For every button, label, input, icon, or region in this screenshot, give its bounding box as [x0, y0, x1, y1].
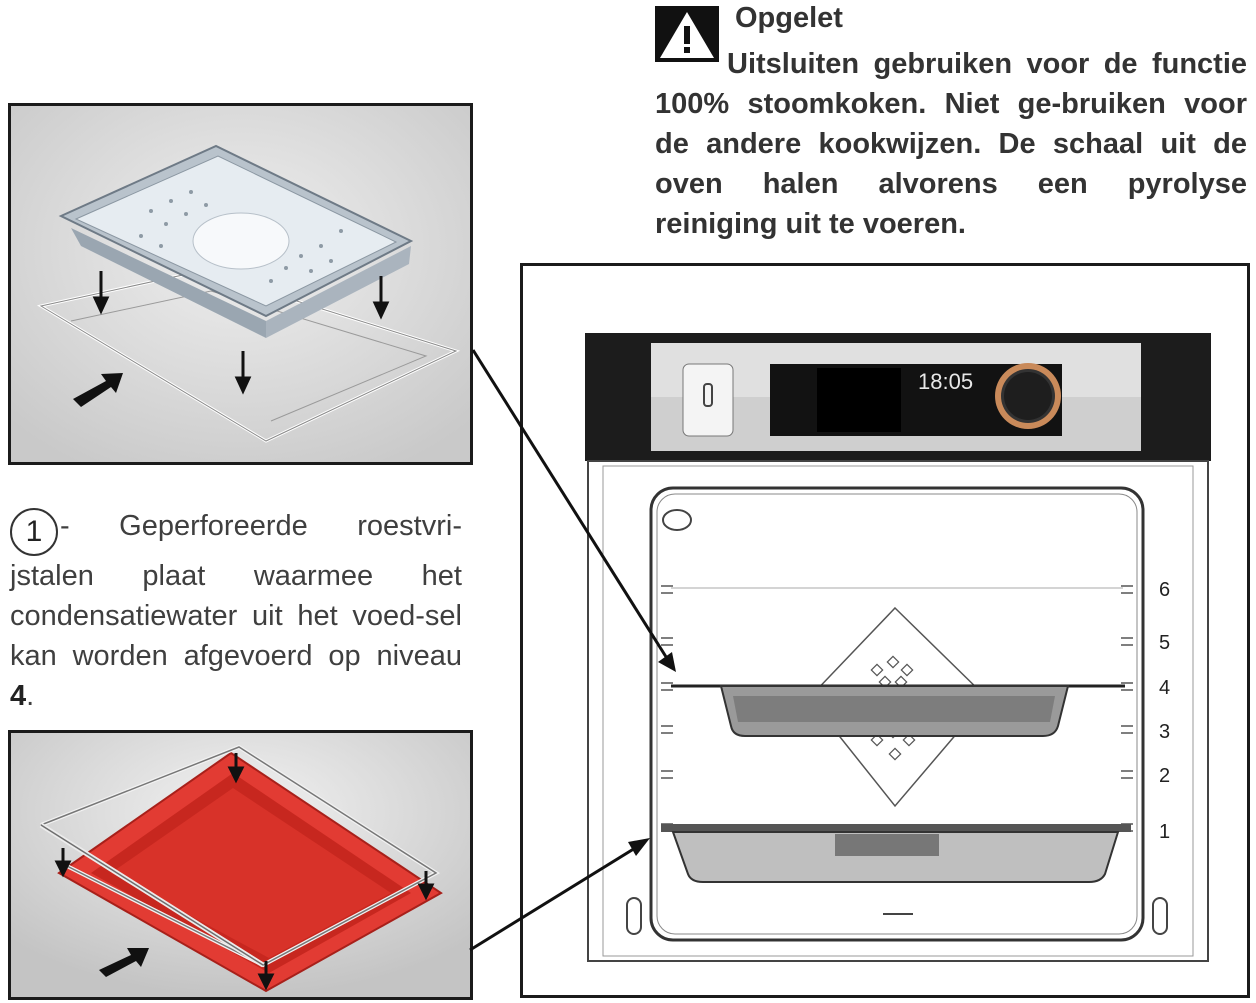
perforated-tray-illustration	[8, 103, 473, 465]
accessory-description: 1- Geperforeerde roestvri-jstalen plaat …	[10, 506, 462, 716]
level-label-3: 3	[1159, 721, 1170, 743]
display-clock: 18:05	[918, 369, 973, 394]
level-label-6: 6	[1159, 579, 1170, 601]
warning-title: Opgelet	[735, 2, 843, 34]
accessory-description-text: - Geperforeerde roestvri-jstalen plaat w…	[10, 510, 462, 672]
oven-shelf-position-illustration: 18:05	[520, 263, 1250, 998]
accessory-level: 4	[10, 680, 27, 712]
level-label-4: 4	[1159, 677, 1170, 699]
caption-period: .	[26, 680, 35, 712]
item-number-badge: 1	[10, 508, 58, 556]
level-label-5: 5	[1159, 632, 1170, 654]
drip-tray-illustration	[8, 730, 473, 1000]
level-label-2: 2	[1159, 765, 1170, 787]
level-label-1: 1	[1159, 821, 1170, 843]
warning-text: Uitsluiten gebruiken voor de functie 100…	[655, 48, 1247, 240]
warning-triangle-icon	[655, 6, 719, 62]
